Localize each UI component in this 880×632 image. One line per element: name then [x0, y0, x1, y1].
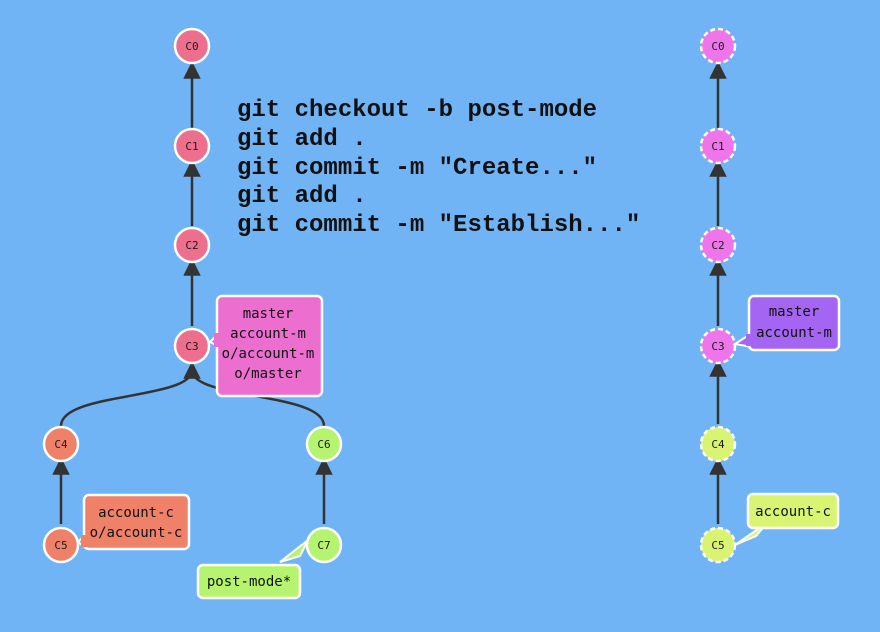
command-line-1: git checkout -b post-mode — [237, 97, 597, 124]
commit-c5-label: C5 — [54, 539, 67, 552]
remote-commit-c4-label: C4 — [711, 438, 725, 451]
command-line-5: git commit -m "Establish..." — [237, 212, 640, 239]
tag-post-mode: post-mode* — [207, 574, 291, 590]
remote-tag-account-m: account-m — [756, 325, 832, 341]
remote-commit-c0-label: C0 — [711, 40, 724, 53]
commit-c5[interactable]: C5 — [42, 526, 80, 564]
tag-c7[interactable]: post-mode* — [196, 539, 309, 600]
remote-tag-master: master — [769, 304, 820, 320]
remote-commit-c2[interactable]: C2 — [699, 226, 737, 264]
commit-c4[interactable]: C4 — [42, 425, 80, 463]
commit-c0-label: C0 — [185, 40, 198, 53]
commit-c1-label: C1 — [185, 140, 198, 153]
command-list: git checkout -b post-mode git add . git … — [237, 97, 640, 239]
remote-commit-c5-label: C5 — [711, 539, 724, 552]
remote-tag-account-c: account-c — [755, 504, 831, 520]
remote-commits: C0 C1 C2 C3 C4 C5 — [699, 27, 737, 564]
tag-o-account-m: o/account-m — [222, 346, 315, 362]
tag-o-master: o/master — [234, 366, 301, 382]
commit-c6[interactable]: C6 — [305, 425, 343, 463]
commit-c6-label: C6 — [317, 438, 330, 451]
tag-account-c: account-c — [98, 505, 174, 521]
remote-commit-c1[interactable]: C1 — [699, 127, 737, 165]
local-commits: C0 C1 C2 C3 C4 C5 C6 C7 — [42, 27, 343, 564]
tag-master: master — [243, 306, 294, 322]
remote-commit-c3-label: C3 — [711, 340, 724, 353]
edge-c4-c3 — [59, 361, 201, 427]
commit-c1[interactable]: C1 — [173, 127, 211, 165]
commit-c3-label: C3 — [185, 340, 198, 353]
command-line-3: git commit -m "Create..." — [237, 155, 597, 182]
commit-c0[interactable]: C0 — [173, 27, 211, 65]
tag-o-account-c: o/account-c — [90, 525, 183, 541]
remote-commit-c2-label: C2 — [711, 239, 724, 252]
commit-c3[interactable]: C3 — [173, 327, 211, 365]
remote-commit-c4[interactable]: C4 — [699, 425, 737, 463]
remote-commit-c5[interactable]: C5 — [699, 526, 737, 564]
remote-tag-c3[interactable]: master account-m — [732, 294, 841, 352]
commit-c4-label: C4 — [54, 438, 68, 451]
tag-c5[interactable]: account-c o/account-c — [76, 493, 191, 551]
remote-commit-c1-label: C1 — [711, 140, 724, 153]
commit-c2[interactable]: C2 — [173, 226, 211, 264]
commit-c7[interactable]: C7 — [305, 526, 343, 564]
remote-tag-c5[interactable]: account-c — [734, 492, 840, 546]
command-line-4: git add . — [237, 183, 367, 210]
remote-commit-c0[interactable]: C0 — [699, 27, 737, 65]
remote-commit-c3[interactable]: C3 — [699, 327, 737, 365]
commit-c2-label: C2 — [185, 239, 198, 252]
command-line-2: git add . — [237, 126, 367, 153]
tag-c3[interactable]: master account-m o/account-m o/master — [208, 294, 324, 398]
tag-account-m: account-m — [230, 326, 306, 342]
commit-c7-label: C7 — [317, 539, 330, 552]
